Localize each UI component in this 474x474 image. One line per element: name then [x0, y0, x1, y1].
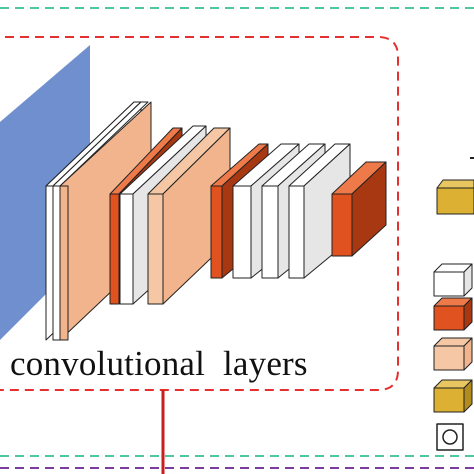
legend-yellow-block-icon: [433, 379, 473, 413]
legend-circle-icon: [436, 423, 464, 451]
feature-map-red-final: [331, 161, 387, 257]
feature-map-group-2: [109, 125, 231, 305]
yellow-output-block: [436, 179, 474, 215]
legend-white-block-icon: [433, 263, 473, 297]
feature-map-white-5: [261, 185, 279, 279]
feature-map-group-3: [210, 143, 351, 279]
legend: [433, 263, 473, 451]
feature-map-white-6: [288, 185, 305, 279]
feature-map-red-1: [109, 193, 120, 305]
legend-red-block-icon: [433, 297, 473, 331]
feature-map-peach-2: [147, 193, 164, 305]
feature-map-white-4: [232, 185, 252, 279]
convolutional-layers-frame: [0, 36, 399, 391]
convolutional-layers-caption: convolutional layers: [10, 344, 308, 383]
legend-peach-block-icon: [433, 337, 473, 371]
feature-map-peach-1: [59, 185, 69, 341]
feature-map-white-3: [119, 193, 134, 305]
feature-map-red-2: [210, 185, 223, 279]
